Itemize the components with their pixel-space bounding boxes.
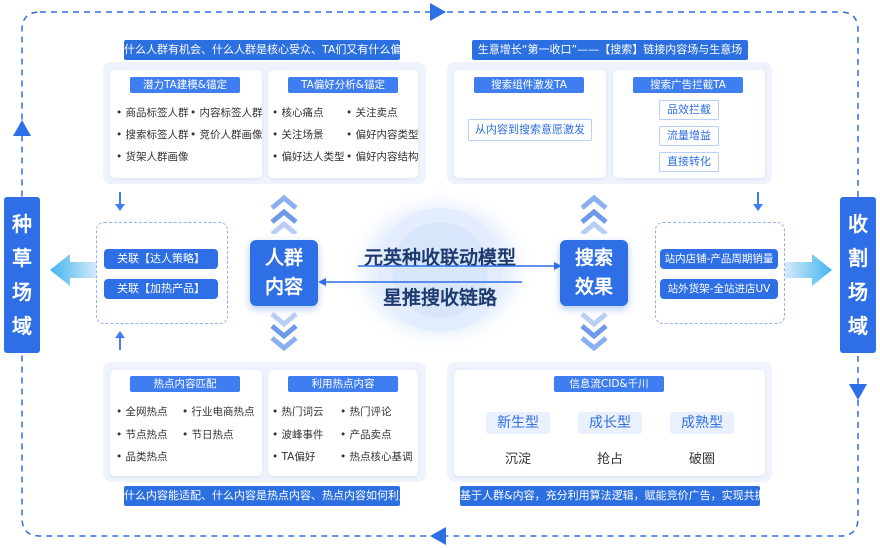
card-title: 热点内容匹配 bbox=[130, 376, 240, 392]
bottom-right-banner: 基于人群&内容，充分利用算法逻辑，赋能竞价广告，实现共振 bbox=[460, 486, 766, 506]
list-item: • 关注卖点 bbox=[346, 107, 398, 119]
card-title: 潜力TA建模&锚定 bbox=[130, 77, 240, 93]
search-component-card: 搜索组件激发TA 从内容到搜索意愿激发 bbox=[454, 70, 606, 178]
card-title: TA偏好分析&锚定 bbox=[288, 77, 398, 93]
list-item: • 行业电商热点 bbox=[182, 406, 255, 418]
link-title: 星推搜收链路 bbox=[382, 287, 497, 309]
up-arrow-icon bbox=[115, 331, 125, 350]
list-item: • TA偏好 bbox=[272, 451, 316, 463]
ad-effect-chip: 品效拦截 bbox=[659, 100, 719, 120]
card-title: 搜索组件激发TA bbox=[474, 77, 584, 93]
left-side-label: 种 草 场 域 bbox=[4, 197, 40, 353]
ad-effect-chip: 流量增益 bbox=[659, 126, 719, 146]
ta-preference-card: TA偏好分析&锚定 • 核心痛点 • 关注卖点 • 关注场景 • 偏好内容类型 … bbox=[268, 70, 419, 178]
list-item: • 全网热点 bbox=[116, 406, 168, 418]
left-out-arrow-icon bbox=[50, 254, 98, 286]
top-left-banner: 什么人群有机会、什么人群是核心受众、TA们又有什么偏好 bbox=[124, 40, 412, 60]
result-pill: 站内店铺-产品周期销量 bbox=[660, 249, 778, 269]
stage-action: 破圈 bbox=[688, 452, 715, 467]
chevron-down-icon bbox=[580, 312, 608, 352]
association-pill: 关联【加热产品】 bbox=[104, 279, 218, 299]
list-item: • 品类热点 bbox=[116, 451, 168, 463]
ad-effect-chip: 直接转化 bbox=[659, 152, 719, 172]
list-item: • 产品卖点 bbox=[340, 429, 392, 441]
list-item: • 商品标签人群 bbox=[116, 107, 189, 119]
list-item: • 波峰事件 bbox=[272, 429, 324, 441]
top-right-banner: 生意增长“第一收口”——【搜索】链接内容场与生意场 bbox=[472, 40, 748, 60]
list-item: • 偏好内容结构 bbox=[346, 151, 419, 163]
list-item: • 货架人群画像 bbox=[116, 151, 189, 163]
list-item: • 竞价人群画像 bbox=[190, 129, 263, 141]
card-title: 信息流CID&千川 bbox=[554, 376, 664, 392]
stage-label: 新生型 bbox=[486, 412, 550, 434]
model-title: 元英种收联动模型 bbox=[363, 247, 516, 269]
card-title: 利用热点内容 bbox=[288, 376, 398, 392]
list-item: • 搜索标签人群 bbox=[116, 129, 189, 141]
hot-content-match-card: 热点内容匹配 • 全网热点 • 行业电商热点 • 节点热点 • 节日热点 • 品… bbox=[110, 370, 262, 476]
list-item: • 节日热点 bbox=[182, 429, 234, 441]
card-title: 搜索广告拦截TA bbox=[633, 77, 743, 93]
list-item: • 偏好达人类型 bbox=[272, 151, 345, 163]
stage-action: 抢占 bbox=[596, 452, 623, 467]
audience-content-box: 人群 内容 bbox=[250, 240, 318, 306]
stage-label: 成长型 bbox=[578, 412, 642, 434]
feed-cid-card: 信息流CID&千川 新生型 成长型 成熟型 沉淀 抢占 破圈 bbox=[454, 370, 765, 476]
search-effect-box: 搜索 效果 bbox=[560, 240, 628, 306]
list-item: • 热点核心基调 bbox=[340, 451, 413, 463]
audience-modeling-card: 潜力TA建模&锚定 • 商品标签人群 • 内容标签人群 • 搜索标签人群 • 竞… bbox=[110, 70, 263, 178]
left-association-box bbox=[96, 222, 228, 324]
chevron-down-icon bbox=[270, 312, 298, 352]
center-glow bbox=[342, 186, 538, 354]
result-pill: 站外货架-全站进店UV bbox=[660, 279, 778, 299]
use-hot-content-card: 利用热点内容 • 热门词云 • 热门评论 • 波峰事件 • 产品卖点 • TA偏… bbox=[268, 370, 418, 476]
list-item: • 热门评论 bbox=[340, 406, 392, 418]
right-side-label: 收 割 场 域 bbox=[840, 197, 876, 353]
down-arrow-icon bbox=[115, 192, 125, 211]
list-item: • 关注场景 bbox=[272, 129, 324, 141]
frame-arrow-top bbox=[430, 3, 446, 21]
frame-arrow-right bbox=[849, 384, 867, 400]
down-arrow-icon bbox=[753, 192, 763, 211]
list-item: • 核心痛点 bbox=[272, 107, 324, 119]
frame-arrow-left bbox=[13, 120, 31, 136]
association-pill: 关联【达人策略】 bbox=[104, 249, 218, 269]
chevron-up-icon bbox=[580, 194, 608, 234]
chevron-up-icon bbox=[270, 194, 298, 234]
right-out-arrow-icon bbox=[784, 254, 832, 286]
right-result-box bbox=[655, 222, 785, 324]
list-item: • 偏好内容类型 bbox=[346, 129, 419, 141]
frame-arrow-bottom bbox=[430, 527, 446, 545]
stage-action: 沉淀 bbox=[504, 452, 531, 467]
search-ad-card: 搜索广告拦截TA 品效拦截 流量增益 直接转化 bbox=[613, 70, 765, 178]
link-arrows bbox=[318, 262, 562, 286]
list-item: • 内容标签人群 bbox=[190, 107, 263, 119]
stage-label: 成熟型 bbox=[670, 412, 734, 434]
search-intent-chip: 从内容到搜索意愿激发 bbox=[468, 119, 592, 141]
list-item: • 节点热点 bbox=[116, 429, 168, 441]
list-item: • 热门词云 bbox=[272, 406, 324, 418]
bottom-left-banner: 什么内容能适配、什么内容是热点内容、热点内容如何利用 bbox=[124, 486, 410, 506]
